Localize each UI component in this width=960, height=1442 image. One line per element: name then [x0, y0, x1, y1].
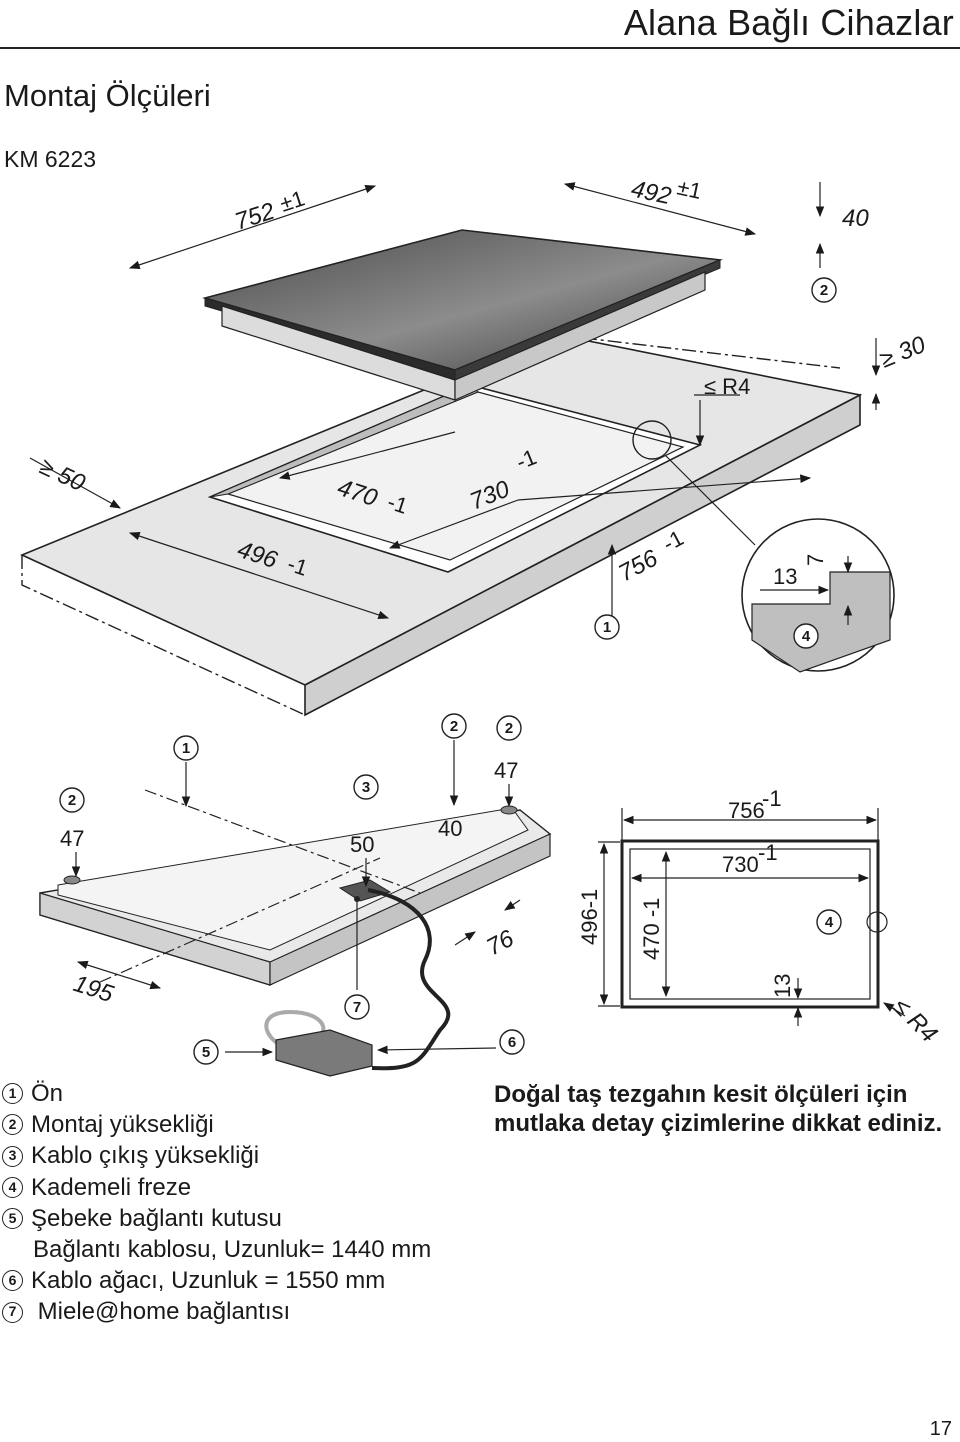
legend-text: Bağlantı kablosu, Uzunluk= 1440 mm — [33, 1236, 432, 1264]
legend-item: 2 Montaj yüksekliği — [2, 1109, 431, 1140]
legend-text: Montaj yüksekliği — [31, 1111, 214, 1139]
callout-7: 7 — [353, 999, 361, 1016]
hob-underside — [39, 789, 552, 1077]
legend-number: 5 — [2, 1207, 23, 1229]
callout-3: 3 — [362, 779, 370, 796]
dim-50-bottom: 50 — [350, 832, 374, 857]
legend-number: 1 — [2, 1083, 23, 1105]
dim-47a: 47 — [60, 826, 84, 851]
callout-5: 5 — [202, 1044, 210, 1061]
legend-number: 3 — [2, 1145, 23, 1167]
header-title: Alana Bağlı Cihazlar — [623, 2, 954, 43]
plan-dim-730: 730 — [722, 852, 759, 877]
header-rule — [0, 47, 960, 49]
legend-number: 7 — [2, 1301, 23, 1323]
legend-number: 4 — [2, 1176, 23, 1198]
legend-item: Bağlantı kablosu, Uzunluk= 1440 mm — [2, 1234, 431, 1265]
detail-step-mill: 13 7 4 — [741, 518, 895, 673]
dim-756-top: 756 — [614, 544, 663, 587]
legend-number: 2 — [2, 1114, 23, 1136]
callout-1-top: 1 — [603, 619, 611, 636]
section-title: Montaj Ölçüleri — [4, 78, 211, 113]
cutout-plan — [620, 839, 906, 1017]
model-label: KM 6223 — [4, 146, 97, 172]
dim-40-top: 40 — [842, 205, 869, 232]
detail-dim-13: 13 — [773, 564, 797, 589]
callout-6: 6 — [508, 1034, 516, 1051]
callout-1-bottom: 1 — [182, 740, 190, 757]
plan-dim-13: 13 — [770, 974, 795, 998]
tol-756-top: -1 — [659, 525, 688, 556]
bottom-dimension-lines — [71, 740, 521, 1057]
dim-47b: 47 — [494, 758, 518, 783]
legend-item: 3 Kablo çıkış yüksekliği — [2, 1140, 431, 1171]
legend-text: Şebeke bağlantı kutusu — [31, 1204, 282, 1232]
callout-4-detail: 4 — [802, 628, 811, 645]
plan-tol-730: -1 — [758, 840, 778, 865]
plan-tol-756: -1 — [762, 786, 782, 811]
page-number: 17 — [929, 1418, 952, 1440]
plan-dim-470: 470 -1 — [639, 898, 664, 960]
bottom-callouts: 1 2 2 2 3 5 6 7 — [59, 713, 525, 1065]
plan-dim-496: 496-1 — [577, 889, 602, 945]
legend-item: 7 Miele@home bağlantısı — [2, 1296, 431, 1327]
dim-492: 492 — [629, 175, 674, 210]
dim-752: 752 — [232, 198, 278, 236]
legend-number: 6 — [2, 1270, 23, 1292]
top-dimension-lines — [29, 182, 881, 628]
dim-30: ≥ 30 — [876, 331, 930, 374]
callout-2c: 2 — [68, 792, 76, 809]
legend-item: 5 Şebeke bağlantı kutusu — [2, 1203, 431, 1234]
detail-dim-7: 7 — [803, 554, 828, 566]
stone-worktop-note: Doğal taş tezgahın kesit ölçüleri için m… — [494, 1081, 943, 1137]
legend-item: 1 Ön — [2, 1078, 431, 1109]
worktop-perspective — [19, 229, 863, 717]
legend-item: 6 Kablo ağacı, Uzunluk = 1550 mm — [2, 1265, 431, 1296]
plan-dim-r4: ≤ R4 — [888, 993, 943, 1048]
legend-text: Miele@home bağlantısı — [31, 1298, 291, 1326]
callout-4-plan: 4 — [825, 914, 834, 931]
dim-40-bottom: 40 — [438, 816, 462, 841]
legend-text: Ön — [31, 1080, 64, 1107]
plan-dimension-lines — [598, 808, 879, 1026]
dim-195: 195 — [70, 970, 117, 1008]
dim-r4-top: ≤ R4 — [704, 374, 750, 399]
legend-text: Kablo çıkış yüksekliği — [31, 1142, 260, 1170]
dim-76: 76 — [482, 925, 519, 962]
legend-item: 4 Kademeli freze — [2, 1172, 431, 1203]
legend-text: Kademeli freze — [31, 1173, 192, 1201]
dim-50-top: ≥ 50 — [35, 453, 89, 497]
callout-2-top: 2 — [820, 282, 828, 299]
callout-2a: 2 — [450, 718, 458, 735]
legend-text: Kablo ağacı, Uzunluk = 1550 mm — [31, 1267, 386, 1295]
tol-492: ±1 — [675, 174, 704, 204]
legend: 1 Ön 2 Montaj yüksekliği 3 Kablo çıkış yüks… — [2, 1078, 431, 1328]
tol-752: ±1 — [277, 185, 308, 216]
plan-dim-756: 756 — [728, 798, 765, 823]
callout-2b: 2 — [505, 720, 513, 737]
